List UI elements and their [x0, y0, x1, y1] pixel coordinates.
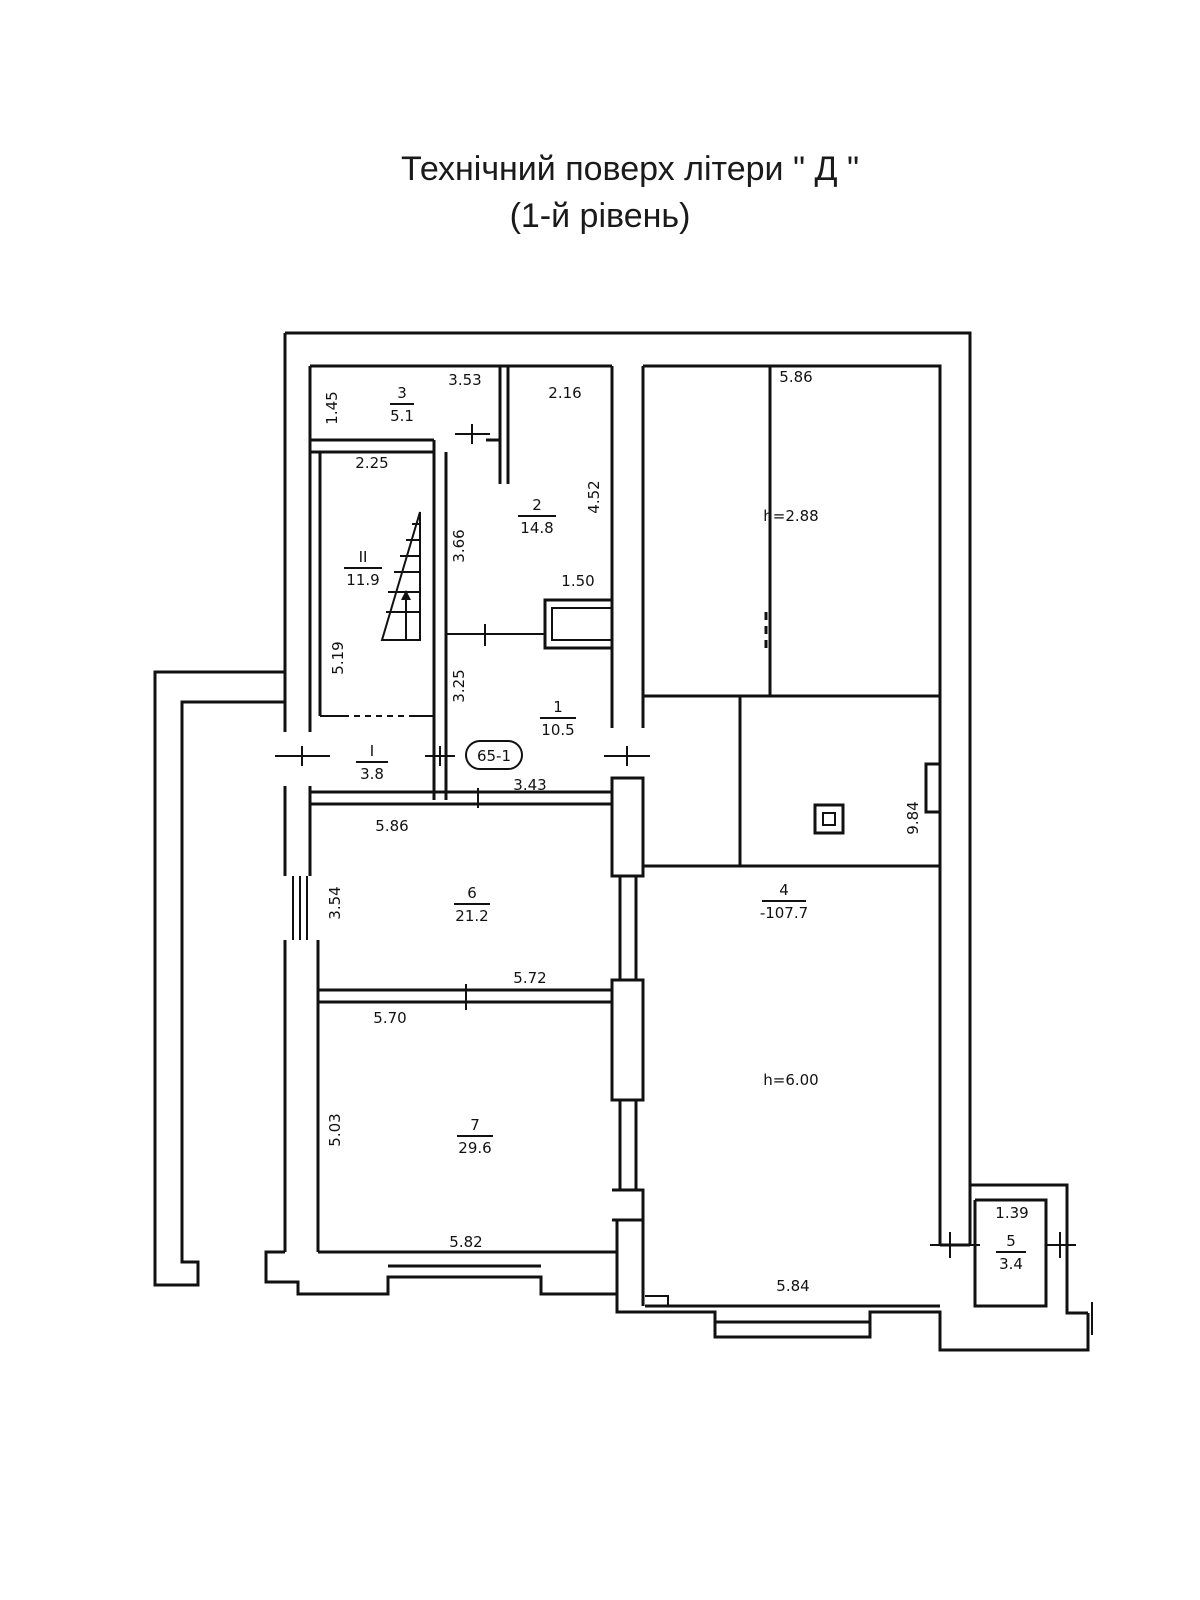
dim-3-66: 3.66 [450, 529, 468, 562]
outer-corridor [153, 670, 285, 1287]
room-labels: 3 5.1 2 14.8 II 11.9 1 10.5 I 3.8 65-1 6… [344, 384, 1026, 1273]
dim-5-19: 5.19 [329, 641, 347, 674]
dim-5-03: 5.03 [326, 1113, 344, 1146]
room-I-number: I [370, 742, 374, 760]
height-upper: h=2.88 [763, 507, 818, 525]
dim-5-84: 5.84 [776, 1277, 809, 1295]
dim-9-84: 9.84 [904, 801, 922, 834]
room-2-area: 14.8 [520, 519, 553, 537]
dim-5-72: 5.72 [513, 969, 546, 987]
room-II-number: II [359, 548, 368, 566]
dim-3-53: 3.53 [448, 371, 481, 389]
dim-5-70: 5.70 [373, 1009, 406, 1027]
room-3-number: 3 [397, 384, 407, 402]
room-6-area: 21.2 [455, 907, 488, 925]
dim-3-54: 3.54 [326, 886, 344, 919]
room-4-number: 4 [779, 881, 789, 899]
dim-1-39: 1.39 [995, 1204, 1028, 1222]
dim-1-45: 1.45 [323, 391, 341, 424]
room-I-area: 3.8 [360, 765, 384, 783]
dim-3-43: 3.43 [513, 776, 546, 794]
room-5-number: 5 [1006, 1232, 1016, 1250]
room-6-number: 6 [467, 884, 477, 902]
room-7-area: 29.6 [458, 1139, 491, 1157]
plan-title: Технічний поверх літери " Д " [400, 150, 860, 188]
dimension-labels: 3.53 2.16 1.45 2.25 3.66 4.52 1.50 5.19 … [323, 368, 1029, 1295]
dim-3-25: 3.25 [450, 669, 468, 702]
dim-5-86-room6: 5.86 [375, 817, 408, 835]
dim-1-50: 1.50 [561, 572, 594, 590]
room-II-area: 11.9 [346, 571, 379, 589]
plan-subtitle: (1-й рівень) [509, 197, 691, 235]
room-3-area: 5.1 [390, 407, 414, 425]
interior-walls [275, 366, 1076, 1306]
dim-4-52: 4.52 [585, 480, 603, 513]
room-2-number: 2 [532, 496, 542, 514]
room-4-area: -107.7 [760, 904, 808, 922]
dim-5-82: 5.82 [449, 1233, 482, 1251]
cadastral-badge: 65-1 [477, 747, 511, 765]
room-1-number: 1 [553, 698, 563, 716]
dim-5-86-room4: 5.86 [779, 368, 812, 386]
room-5-area: 3.4 [999, 1255, 1023, 1273]
room-7-number: 7 [470, 1116, 480, 1134]
dim-2-25: 2.25 [355, 454, 388, 472]
dim-2-16: 2.16 [548, 384, 581, 402]
room-1-area: 10.5 [541, 721, 574, 739]
height-lower: h=6.00 [763, 1071, 818, 1089]
outer-walls [264, 331, 1093, 1352]
cadastral-badge-outline [465, 740, 523, 770]
